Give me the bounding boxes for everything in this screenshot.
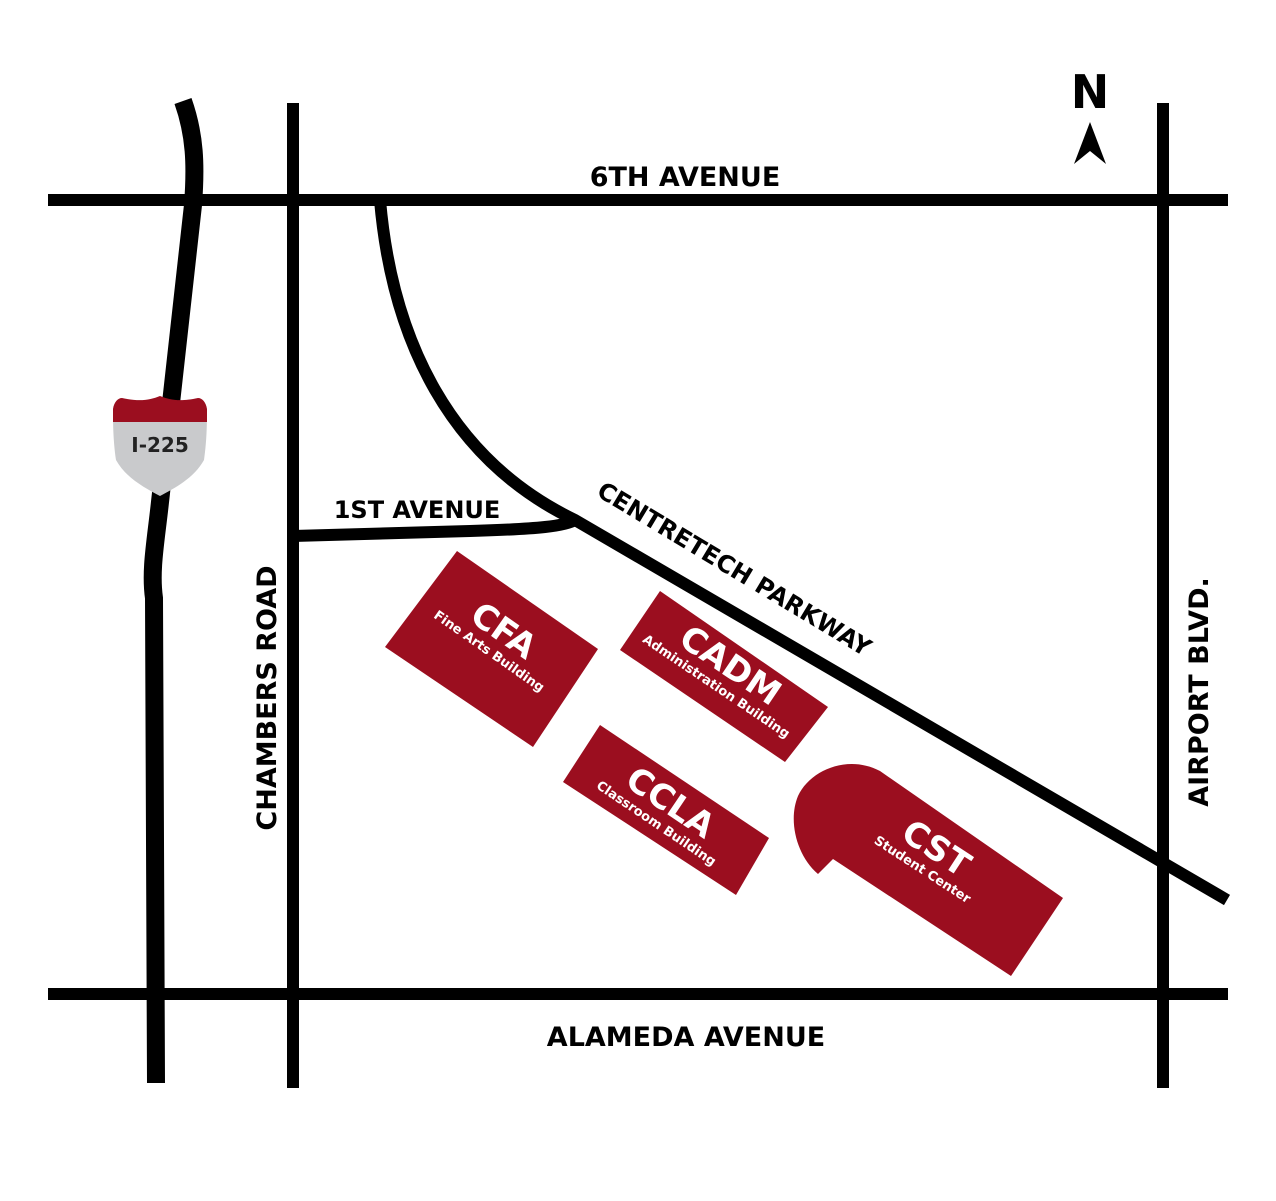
airport-blvd-label: AIRPORT BLVD.: [1184, 577, 1215, 807]
first-avenue-label: 1ST AVENUE: [334, 496, 501, 524]
building-cfa-shape: [385, 551, 598, 747]
building-ccla[interactable]: CCLA Classroom Building: [563, 725, 769, 895]
i-225-highway-road: [143, 98, 204, 1084]
shield-body: [113, 409, 207, 496]
chambers-road-label: CHAMBERS ROAD: [252, 565, 283, 830]
interstate-shield-icon: I-225: [113, 396, 207, 496]
north-arrow: N: [1071, 65, 1110, 164]
shield-label: I-225: [131, 433, 189, 457]
north-arrow-icon: [1074, 122, 1106, 164]
building-cadm-shape: [620, 591, 828, 762]
building-cst[interactable]: CST Student Center: [793, 763, 1063, 976]
road-network: [48, 98, 1231, 1088]
first-avenue-road: [292, 514, 579, 542]
north-letter: N: [1071, 65, 1110, 119]
building-cst-shape: [793, 763, 1063, 976]
alameda-avenue-label: ALAMEDA AVENUE: [547, 1022, 825, 1053]
sixth-avenue-label: 6TH AVENUE: [590, 162, 781, 193]
centretech-parkway-road: [374, 199, 1231, 906]
building-cfa[interactable]: CFA Fine Arts Building: [385, 551, 598, 747]
building-ccla-shape: [563, 725, 769, 895]
shield-top: [113, 396, 207, 422]
